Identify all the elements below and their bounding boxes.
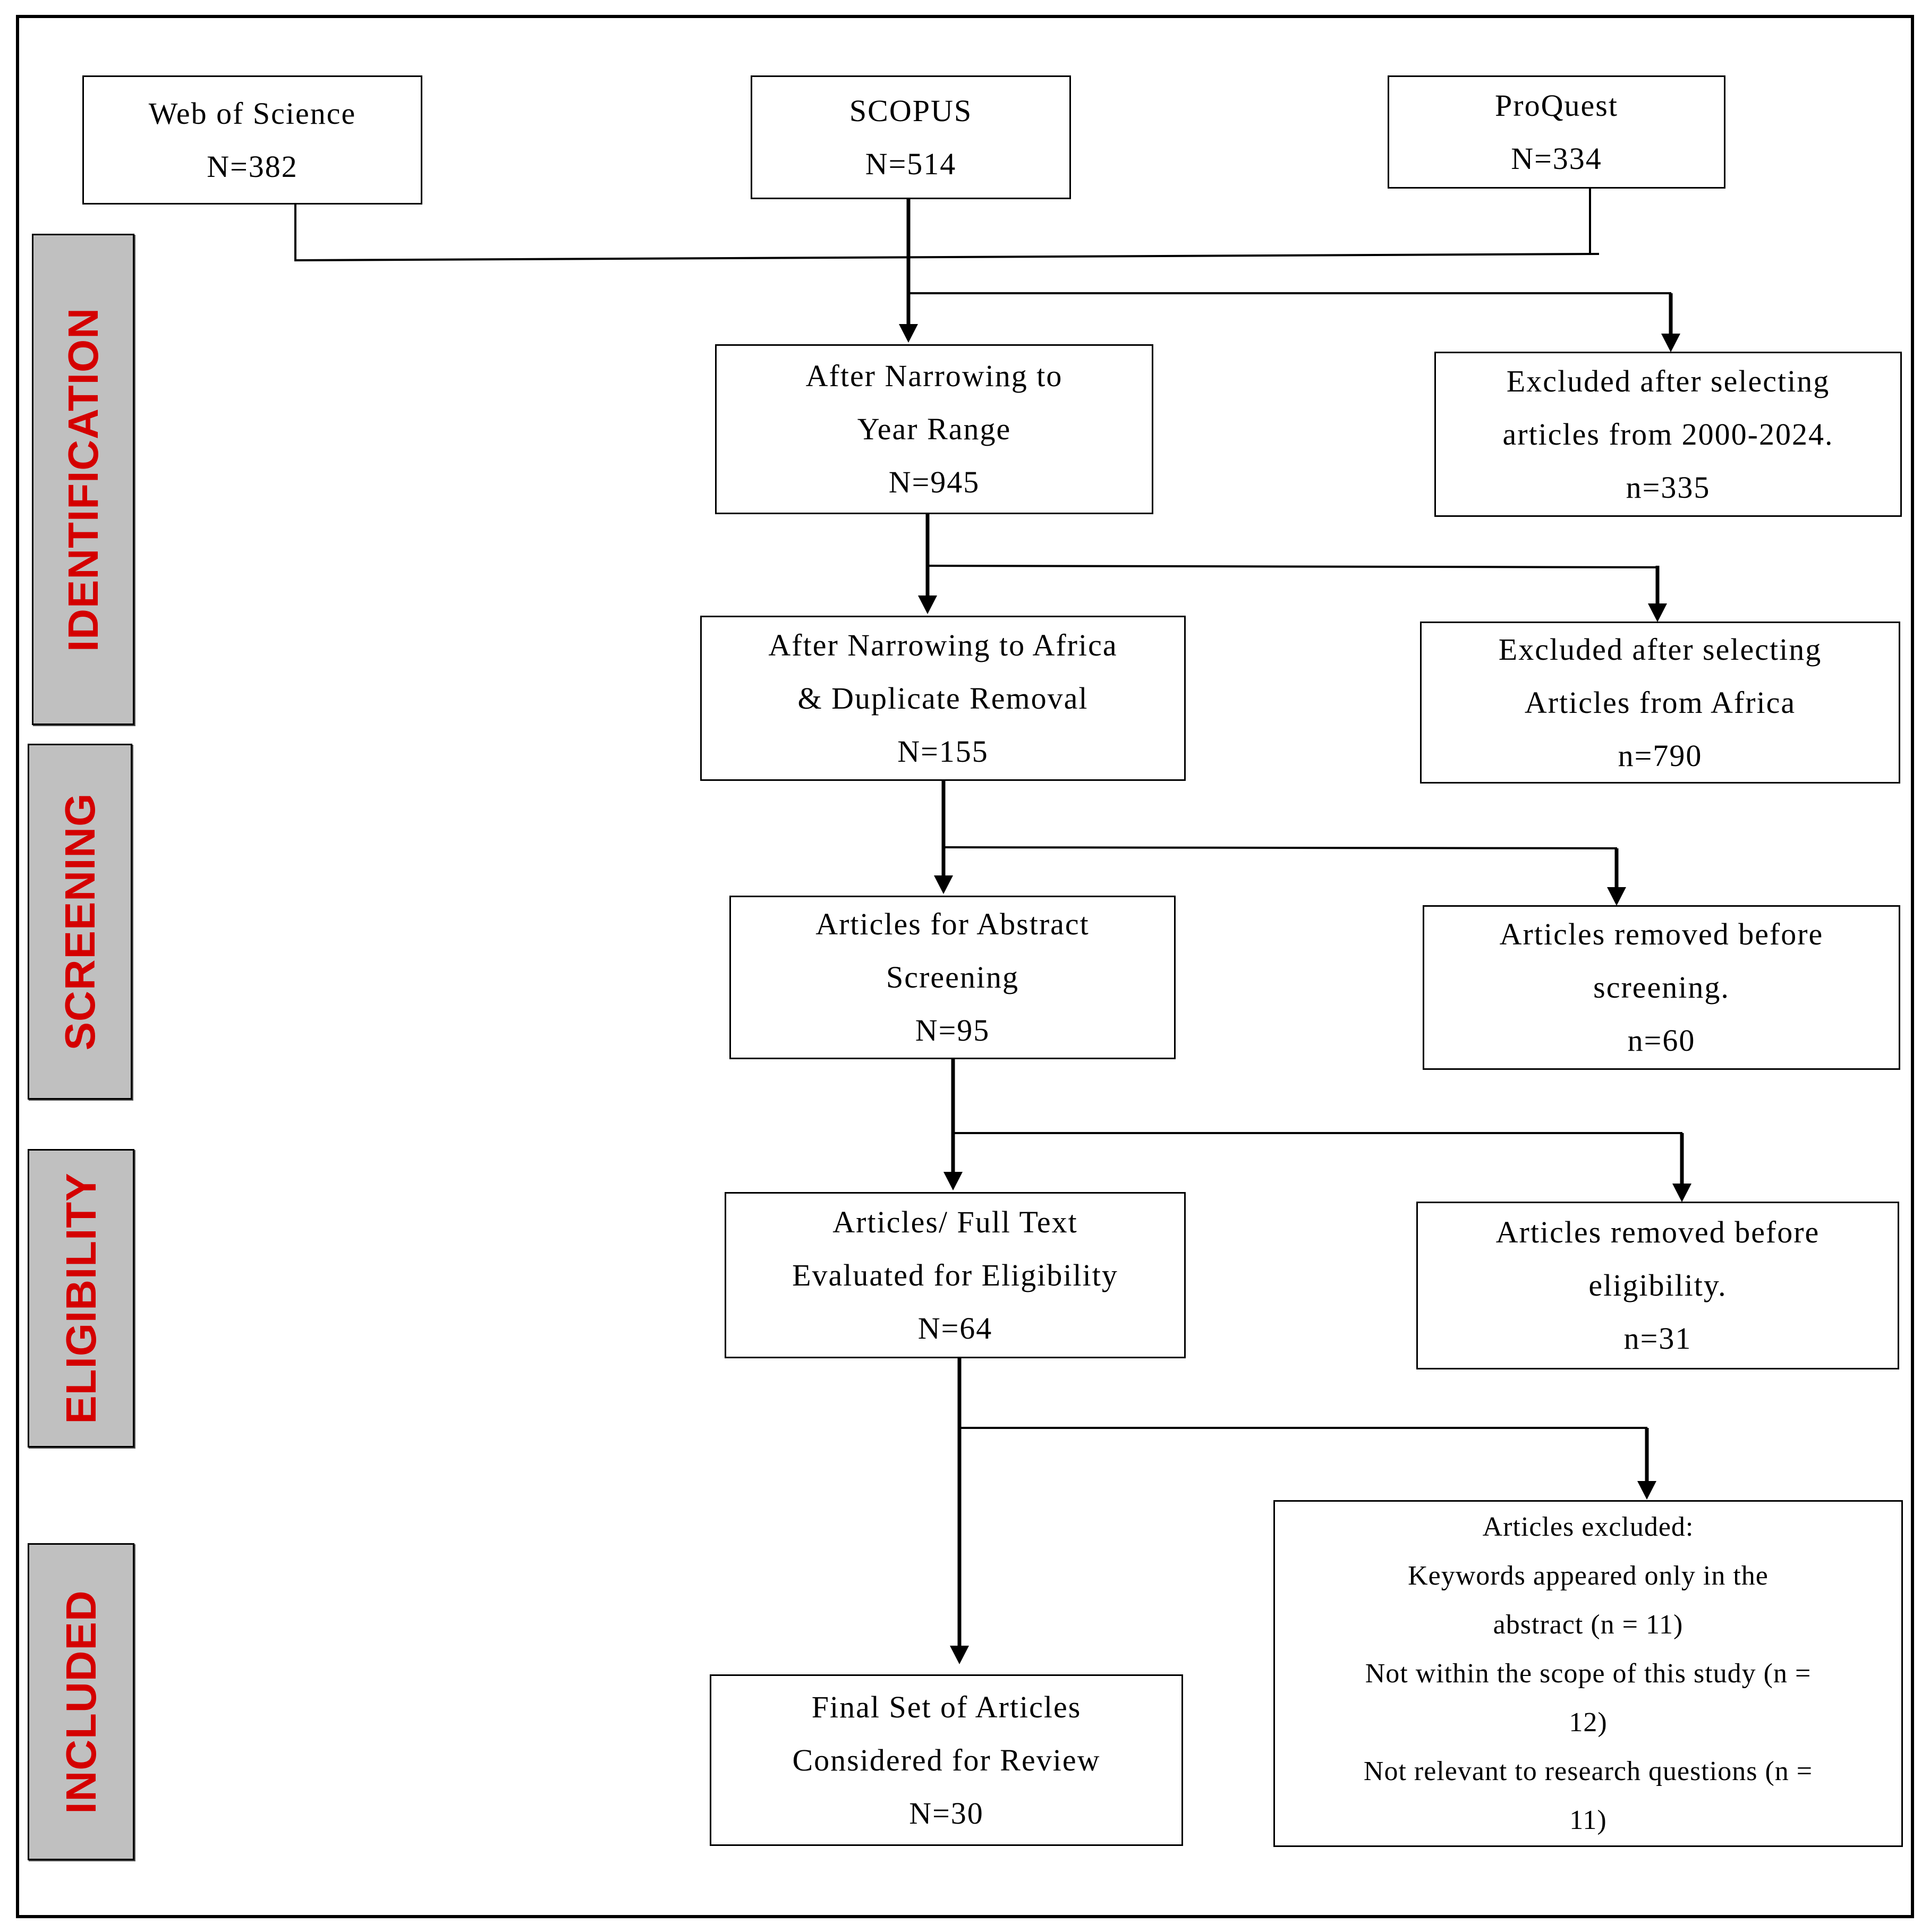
arrow-removed-eligibility	[1672, 1184, 1691, 1202]
full-text-count: N=64	[917, 1310, 993, 1346]
africa-dedup-count: N=155	[897, 734, 989, 769]
arrow-year-range	[899, 324, 918, 343]
arrow-removed-screening	[1607, 887, 1626, 906]
excluded-africa-count: n=790	[1618, 738, 1703, 773]
removed-screening-box: Articles removed before screening. n=60	[1423, 905, 1900, 1070]
source-proquest-count: N=334	[1511, 141, 1602, 176]
sources-merge-line	[295, 253, 1600, 261]
excluded-final-line3: Not within the scope of this study (n =	[1365, 1658, 1812, 1689]
year-range-line1: After Narrowing to	[805, 359, 1063, 393]
abstract-screening-line2: Screening	[886, 960, 1019, 994]
africa-dedup-line2: & Duplicate Removal	[797, 680, 1089, 716]
africa-dedup-line1: After Narrowing to Africa	[768, 627, 1118, 662]
stage-included: INCLUDED	[28, 1543, 134, 1860]
arrow-fulltext	[943, 1172, 963, 1190]
stage-eligibility: ELIGIBILITY	[28, 1149, 134, 1448]
full-text-box: Articles/ Full Text Evaluated for Eligib…	[725, 1192, 1186, 1358]
excluded-africa-box: Excluded after selecting Articles from A…	[1420, 622, 1900, 784]
full-text-line2: Evaluated for Eligibility	[792, 1257, 1118, 1292]
branch-africa-line	[927, 565, 1659, 568]
excluded-final-line6: 11)	[1569, 1805, 1607, 1835]
year-range-box: After Narrowing to Year Range N=945	[715, 344, 1153, 514]
excluded-final-line4: 12)	[1569, 1707, 1608, 1738]
excluded-africa-line2: Articles from Africa	[1524, 685, 1796, 720]
abstract-screening-box: Articles for Abstract Screening N=95	[729, 896, 1176, 1059]
removed-screening-count: n=60	[1627, 1023, 1696, 1058]
final-set-count: N=30	[909, 1795, 984, 1831]
arrow-final	[950, 1646, 969, 1664]
source-proquest-name: ProQuest	[1495, 88, 1618, 123]
arrow-abstract	[934, 875, 953, 894]
excluded-final-line5: Not relevant to research questions (n =	[1363, 1756, 1813, 1786]
arrow-africa	[918, 595, 937, 614]
excluded-final-line2: abstract (n = 11)	[1493, 1609, 1684, 1640]
year-range-count: N=945	[888, 465, 980, 499]
branch-screening-line	[943, 846, 1618, 849]
source-wos-box: Web of Science N=382	[82, 75, 422, 205]
excluded-year-line2: articles from 2000-2024.	[1502, 416, 1834, 452]
excluded-final-line1: Keywords appeared only in the	[1408, 1560, 1769, 1591]
abstract-screening-count: N=95	[915, 1013, 990, 1048]
full-text-line1: Articles/ Full Text	[832, 1204, 1078, 1239]
excluded-year-count: n=335	[1626, 470, 1711, 505]
arrow-excluded-year	[1661, 334, 1680, 352]
excluded-year-box: Excluded after selecting articles from 2…	[1434, 352, 1902, 517]
arrow-excluded-africa	[1648, 603, 1667, 622]
excluded-year-line1: Excluded after selecting	[1506, 363, 1830, 398]
source-wos-name: Web of Science	[148, 96, 356, 131]
removed-eligibility-line2: eligibility.	[1588, 1268, 1727, 1303]
removed-screening-line1: Articles removed before	[1499, 917, 1824, 951]
excluded-final-box: Articles excluded: Keywords appeared onl…	[1273, 1500, 1903, 1847]
final-set-box: Final Set of Articles Considered for Rev…	[710, 1674, 1183, 1846]
source-scopus-count: N=514	[865, 146, 957, 181]
stage-screening: SCREENING	[28, 744, 132, 1100]
excluded-final-title: Articles excluded:	[1482, 1511, 1694, 1542]
removed-eligibility-line1: Articles removed before	[1495, 1215, 1820, 1249]
final-set-line1: Final Set of Articles	[811, 1689, 1082, 1724]
excluded-africa-line1: Excluded after selecting	[1498, 632, 1822, 667]
removed-eligibility-box: Articles removed before eligibility. n=3…	[1416, 1202, 1899, 1369]
removed-eligibility-count: n=31	[1623, 1321, 1692, 1356]
africa-dedup-box: After Narrowing to Africa & Duplicate Re…	[700, 616, 1186, 781]
abstract-screening-line1: Articles for Abstract	[815, 907, 1090, 941]
source-proquest-box: ProQuest N=334	[1388, 75, 1725, 189]
arrow-excluded-final	[1637, 1481, 1656, 1500]
stage-identification: IDENTIFICATION	[32, 234, 134, 725]
year-range-line2: Year Range	[857, 412, 1011, 446]
source-wos-count: N=382	[207, 149, 298, 184]
source-scopus-box: SCOPUS N=514	[751, 75, 1071, 199]
final-set-line2: Considered for Review	[792, 1742, 1101, 1777]
source-scopus-name: SCOPUS	[849, 93, 973, 128]
diagram-frame	[16, 15, 1914, 1918]
removed-screening-line2: screening.	[1593, 970, 1730, 1005]
